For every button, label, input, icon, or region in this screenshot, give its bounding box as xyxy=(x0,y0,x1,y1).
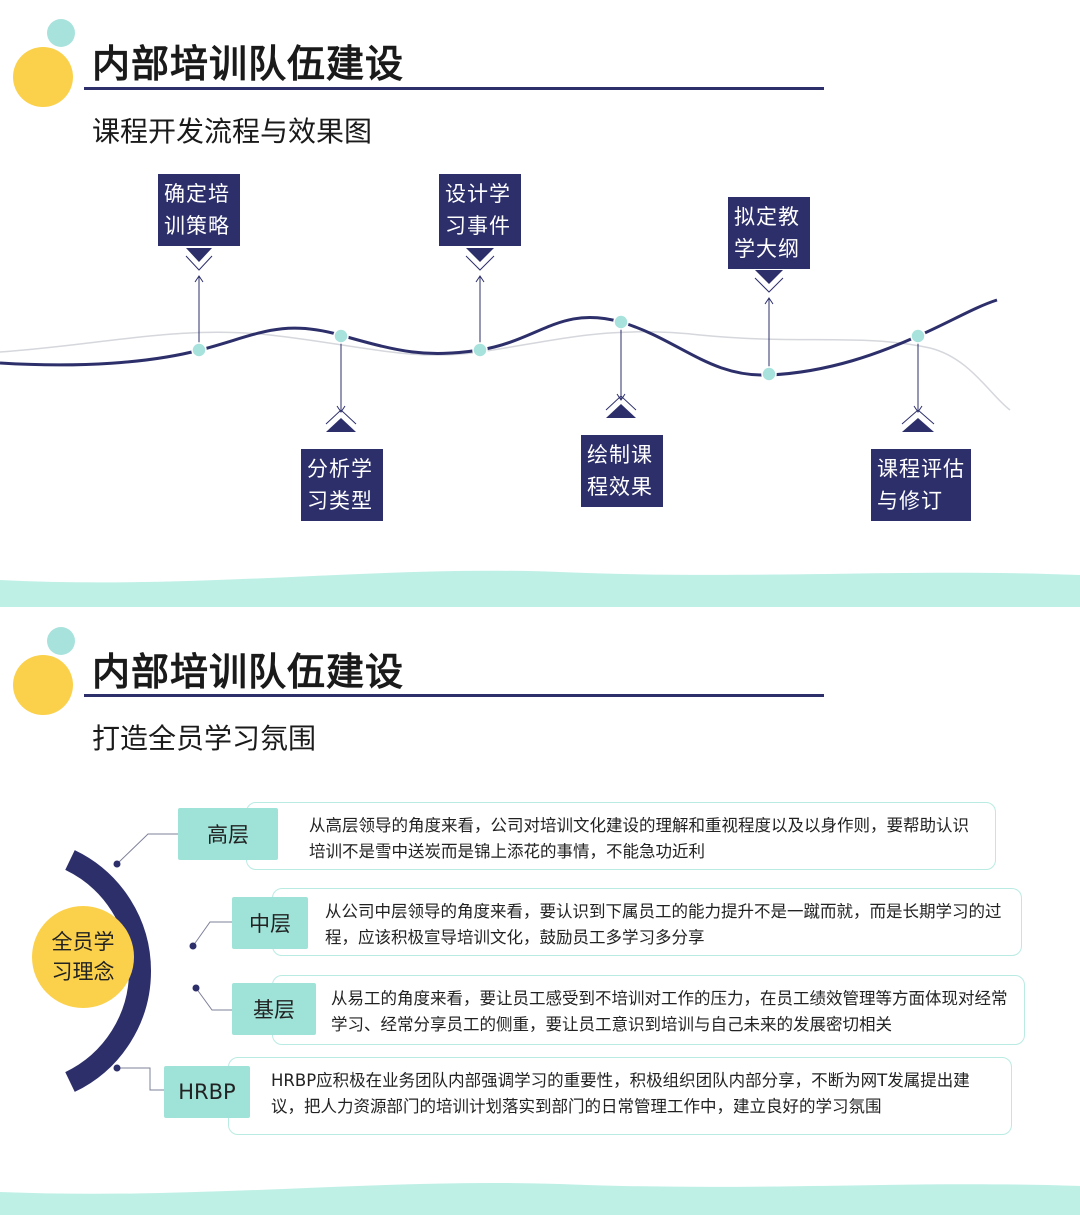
step-box-5: 拟定教学大纲 xyxy=(728,197,810,269)
process-wave-diagram xyxy=(0,248,1011,432)
step-box-6: 课程评估与修订 xyxy=(871,449,971,521)
node-dot xyxy=(761,366,777,382)
level-tag-hrbp: HRBP xyxy=(164,1066,250,1118)
level-card-hrbp: HRBP应积极在业务团队内部强调学习的重要性，积极组织团队内部分享，不断为网T发… xyxy=(228,1057,1012,1135)
level-description: 从易工的角度来看，要让员工感受到不培训对工作的压力，在员工绩效管理等方面体现对经… xyxy=(331,989,1008,1034)
main-wave xyxy=(0,298,998,377)
step-box-1: 确定培训策略 xyxy=(158,174,240,246)
level-tag-base: 基层 xyxy=(232,983,316,1035)
slide-2: 内部培训队伍建设 打造全员学习氛围 xyxy=(0,607,1080,1215)
step-box-4: 绘制课程效果 xyxy=(581,435,663,507)
section-subtitle: 打造全员学习氛围 xyxy=(92,722,317,755)
step-box-3: 设计学习事件 xyxy=(439,174,521,246)
node-dot xyxy=(613,314,629,330)
half-ring xyxy=(65,850,152,1092)
slide-1: 内部培训队伍建设 课程开发流程与效果图 xyxy=(0,0,1080,607)
decor-circle-yellow xyxy=(13,655,73,715)
footer-wave xyxy=(0,570,1080,607)
node-dot xyxy=(191,342,207,358)
level-tag-high: 高层 xyxy=(178,808,278,860)
title-divider xyxy=(84,87,824,90)
footer-wave xyxy=(0,1182,1080,1215)
node-dot xyxy=(472,342,488,358)
level-card-high: 从高层领导的角度来看，公司对培训文化建设的理解和重视程度以及以身作则，要帮助认识… xyxy=(246,802,996,870)
decor-circle-yellow xyxy=(13,47,73,107)
center-concept-circle: 全员学习理念 xyxy=(32,906,134,1008)
levels-arc-diagram xyxy=(65,833,232,1092)
level-card-middle: 从公司中层领导的角度来看，要认识到下属员工的能力提升不是一蹴而就，而是长期学习的… xyxy=(272,888,1022,956)
decor-circle-teal xyxy=(47,19,75,47)
level-card-base: 从易工的角度来看，要让员工感受到不培训对工作的压力，在员工绩效管理等方面体现对经… xyxy=(272,975,1025,1045)
title-divider xyxy=(84,694,824,697)
level-description: 从公司中层领导的角度来看，要认识到下属员工的能力提升不是一蹴而就，而是长期学习的… xyxy=(325,902,1002,947)
decor-circle-teal xyxy=(47,627,75,655)
level-description: 从高层领导的角度来看，公司对培训文化建设的理解和重视程度以及以身作则，要帮助认识… xyxy=(309,816,969,861)
section-subtitle: 课程开发流程与效果图 xyxy=(92,115,373,148)
level-description: HRBP应积极在业务团队内部强调学习的重要性，积极组织团队内部分享，不断为网T发… xyxy=(271,1071,970,1116)
node-dot xyxy=(333,328,349,344)
step-box-2: 分析学习类型 xyxy=(301,449,383,521)
node-dot xyxy=(910,328,926,344)
background-wave xyxy=(0,331,1011,411)
page-title: 内部培训队伍建设 xyxy=(92,650,405,694)
level-tag-middle: 中层 xyxy=(232,897,308,949)
page-title: 内部培训队伍建设 xyxy=(92,42,405,86)
